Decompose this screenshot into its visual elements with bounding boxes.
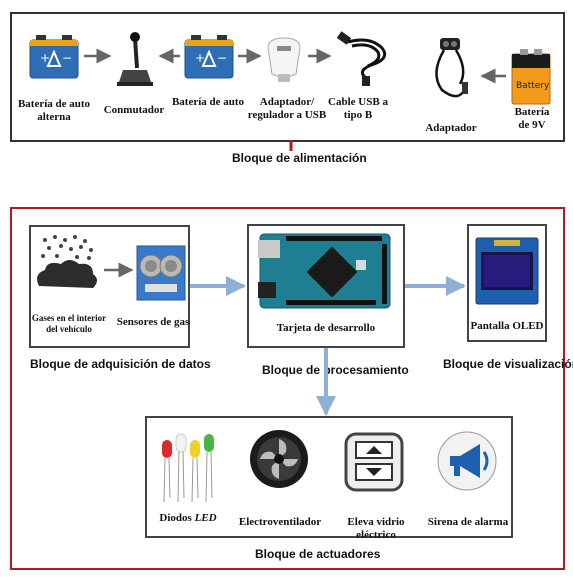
display-block-title: Bloque de visualización bbox=[443, 357, 573, 371]
actuators-block-title: Bloque de actuadores bbox=[255, 547, 381, 561]
processing-block-title: Bloque de procesamiento bbox=[262, 363, 409, 377]
siren-label: Sirena de alarma bbox=[427, 516, 509, 528]
gas-sensor-icon bbox=[135, 244, 187, 302]
display-block-frame bbox=[467, 224, 547, 342]
power-block-title: Bloque de alimentación bbox=[230, 151, 369, 165]
switch-lever-icon bbox=[113, 30, 157, 88]
gas-sensors-label: Sensores de gas bbox=[116, 316, 190, 328]
leds-label-em: LED bbox=[194, 512, 217, 524]
siren-megaphone-icon bbox=[436, 430, 498, 492]
car-battery-2-icon: + − bbox=[183, 32, 235, 80]
9v-battery-label: Batería de 9V bbox=[514, 106, 550, 131]
board-label: Tarjeta de desarrollo bbox=[276, 322, 376, 334]
oled-display-icon bbox=[474, 236, 540, 306]
system-arrows bbox=[104, 262, 466, 416]
gas-cloud-icon bbox=[33, 232, 103, 302]
fan-icon bbox=[248, 428, 310, 490]
usb-cable-label: Cable USB a tipo B bbox=[328, 96, 388, 121]
svg-text:+: + bbox=[40, 51, 50, 65]
9v-battery-icon: Battery bbox=[508, 48, 554, 106]
actuators-block-frame bbox=[145, 416, 513, 538]
svg-text:+: + bbox=[195, 51, 205, 65]
alt-battery-label: Batería de auto alterna bbox=[17, 98, 91, 123]
battery-clip-icon bbox=[420, 34, 480, 110]
window-label: Eleva vidrio eléctrico bbox=[347, 516, 405, 541]
svg-text:−: − bbox=[62, 51, 72, 65]
processing-block-frame bbox=[247, 224, 405, 348]
arduino-board-icon bbox=[256, 230, 394, 312]
svg-text:Battery: Battery bbox=[516, 81, 550, 91]
switch-label: Conmutador bbox=[103, 104, 165, 116]
usb-adapter-label: Adaptador/ regulador a USB bbox=[247, 96, 327, 121]
system-block-frame bbox=[10, 207, 565, 570]
power-arrows bbox=[84, 48, 506, 160]
adapter-label: Adaptador bbox=[425, 122, 477, 134]
window-lift-icon bbox=[344, 432, 404, 492]
car-battery-icon: + − bbox=[28, 32, 80, 80]
gases-label: Gases en el interior del vehículo bbox=[31, 313, 107, 334]
oled-label: Pantalla OLED bbox=[470, 320, 544, 332]
acquisition-block-title: Bloque de adquisición de datos bbox=[30, 357, 211, 371]
leds-label: Diodos LED bbox=[146, 512, 230, 525]
fan-label: Electroventilador bbox=[238, 516, 322, 528]
acquisition-block-frame bbox=[29, 225, 190, 348]
svg-text:−: − bbox=[217, 51, 227, 65]
car-battery-label: Batería de auto bbox=[171, 96, 245, 108]
usb-cable-icon bbox=[330, 28, 394, 88]
leds-label-text: Diodos bbox=[159, 512, 195, 524]
usb-car-adapter-icon bbox=[262, 34, 306, 84]
led-diodes-icon bbox=[158, 428, 218, 506]
power-block-frame bbox=[10, 12, 565, 142]
